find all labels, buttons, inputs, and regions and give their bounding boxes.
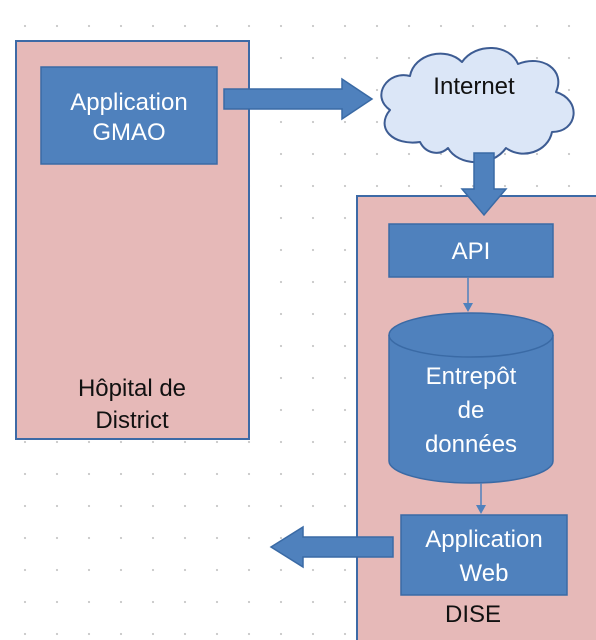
- gmao-application-box: [40, 66, 218, 165]
- connector-api-to-warehouse-head: [463, 303, 473, 312]
- data-warehouse-cylinder: [388, 312, 554, 484]
- arrow-webapp-outbound: [269, 525, 394, 569]
- data-warehouse-cylinder-rim: [388, 334, 554, 358]
- hospital-group: Application GMAO Hôpital de District: [15, 40, 250, 440]
- connector-warehouse-to-webapp-head: [476, 505, 486, 514]
- api-box: [388, 223, 554, 278]
- internet-cloud-shape: [380, 47, 575, 164]
- web-application-label-line2: Web: [460, 560, 509, 587]
- api-label: API: [452, 238, 491, 265]
- hospital-title-line2: District: [95, 407, 169, 434]
- web-application-label-line1: Application: [425, 526, 542, 553]
- internet-label: Internet: [433, 73, 515, 100]
- internet-cloud-group: Internet: [380, 47, 575, 164]
- hospital-title-line1: Hôpital de: [78, 375, 186, 402]
- data-warehouse-label-line1: Entrepôt: [426, 363, 517, 390]
- gmao-application-label-line2: GMAO: [92, 119, 165, 146]
- arrow-gmao-to-internet: [223, 77, 374, 121]
- dise-group: API Entrepôt de données Application Web …: [356, 152, 596, 640]
- arrow-internet-to-api: [460, 152, 508, 217]
- dise-title: DISE: [445, 601, 501, 628]
- data-warehouse-label-line3: données: [425, 431, 517, 458]
- gmao-application-label-line1: Application: [70, 89, 187, 116]
- web-application-box: [400, 514, 568, 596]
- data-warehouse-label-line2: de: [458, 397, 485, 424]
